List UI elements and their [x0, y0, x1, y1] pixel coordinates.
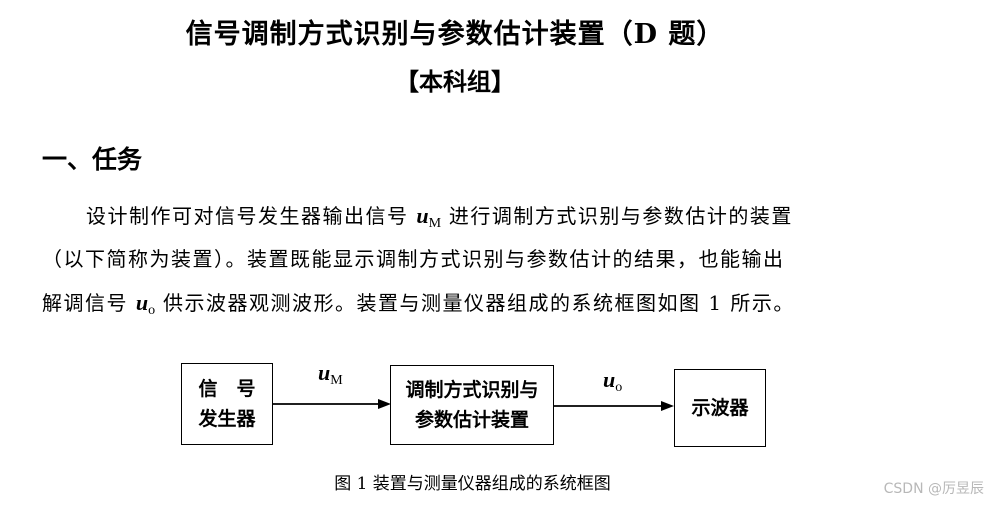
- paragraph-line-3: 解调信号 uo 供示波器观测波形。装置与测量仪器组成的系统框图如图 1 所示。: [42, 287, 795, 319]
- variable-symbol: u: [416, 203, 429, 228]
- text-segment: 设计制作可对信号发生器输出信号: [86, 204, 417, 228]
- text-segment: 解调信号: [42, 291, 136, 315]
- variable-symbol: u: [135, 290, 149, 315]
- box-label-line: 发生器: [198, 408, 256, 430]
- paragraph-line-2: （以下简称为装置）。装置既能显示调制方式识别与参数估计的结果，也能输出: [42, 247, 785, 271]
- arrowhead-icon: [661, 401, 674, 411]
- page-title: 信号调制方式识别与参数估计装置（D 题）: [185, 19, 725, 50]
- variable-symbol: u: [603, 367, 616, 392]
- box-label-line: 信 号: [198, 378, 256, 400]
- text-segment: 供示波器观测波形。装置与测量仪器组成的系统框图如图 1 所示。: [155, 291, 795, 315]
- signal-label-uo: uo: [603, 367, 622, 396]
- paragraph-line-1: 设计制作可对信号发生器输出信号 uM 进行调制方式识别与参数估计的装置: [42, 200, 793, 232]
- watermark: CSDN @厉昱辰: [883, 481, 984, 497]
- page-subtitle: 【本科组】: [395, 67, 515, 96]
- identification-device-box: 调制方式识别与 参数估计装置: [390, 365, 554, 445]
- variable-u: uM: [416, 203, 442, 231]
- box-label-line: 调制方式识别与: [405, 379, 539, 401]
- figure-caption: 图 1 装置与测量仪器组成的系统框图: [334, 474, 611, 494]
- oscilloscope-box: 示波器: [674, 369, 766, 447]
- signal-generator-box: 信 号 发生器: [181, 363, 273, 445]
- text-segment: 进行调制方式识别与参数估计的装置: [441, 204, 793, 228]
- variable-subscript: o: [615, 380, 623, 395]
- variable-subscript: M: [428, 216, 442, 231]
- variable-subscript: M: [330, 373, 343, 388]
- variable-subscript: o: [148, 303, 156, 318]
- box-label-line: 参数估计装置: [414, 409, 529, 431]
- box-label-line: 示波器: [691, 397, 749, 419]
- section-heading: 一、任务: [42, 145, 143, 174]
- variable-symbol: u: [318, 360, 331, 385]
- variable-u: uo: [135, 290, 156, 318]
- arrowhead-icon: [378, 399, 391, 409]
- signal-label-um: uM: [318, 360, 343, 389]
